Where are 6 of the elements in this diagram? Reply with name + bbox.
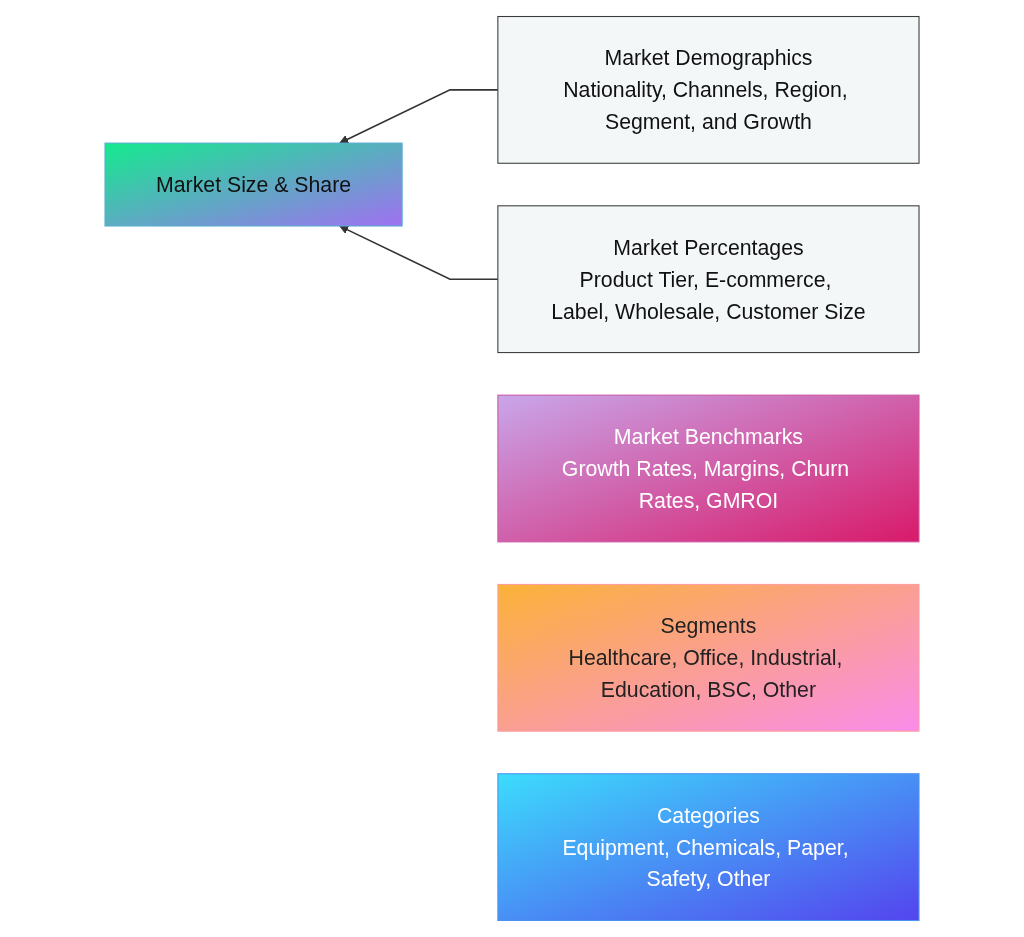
- node-box: Market Size & Share: [104, 142, 403, 227]
- node-box: Market Demographics Nationality, Channels, Region, Segment, and Growth: [497, 16, 920, 164]
- node-box: Market Benchmarks Growth Rates, Margins, Churn Rates, GMROI: [497, 394, 920, 543]
- node-box: Market Percentages Product Tier, E-commerce, Label, Wholesale, Customer Size: [497, 205, 920, 354]
- node-box: Segments Healthcare, Office, Industrial, Education, BSC, Other: [497, 583, 920, 732]
- node-box: Categories Equipment, Chemicals, Paper, Safety, Other: [497, 773, 920, 921]
